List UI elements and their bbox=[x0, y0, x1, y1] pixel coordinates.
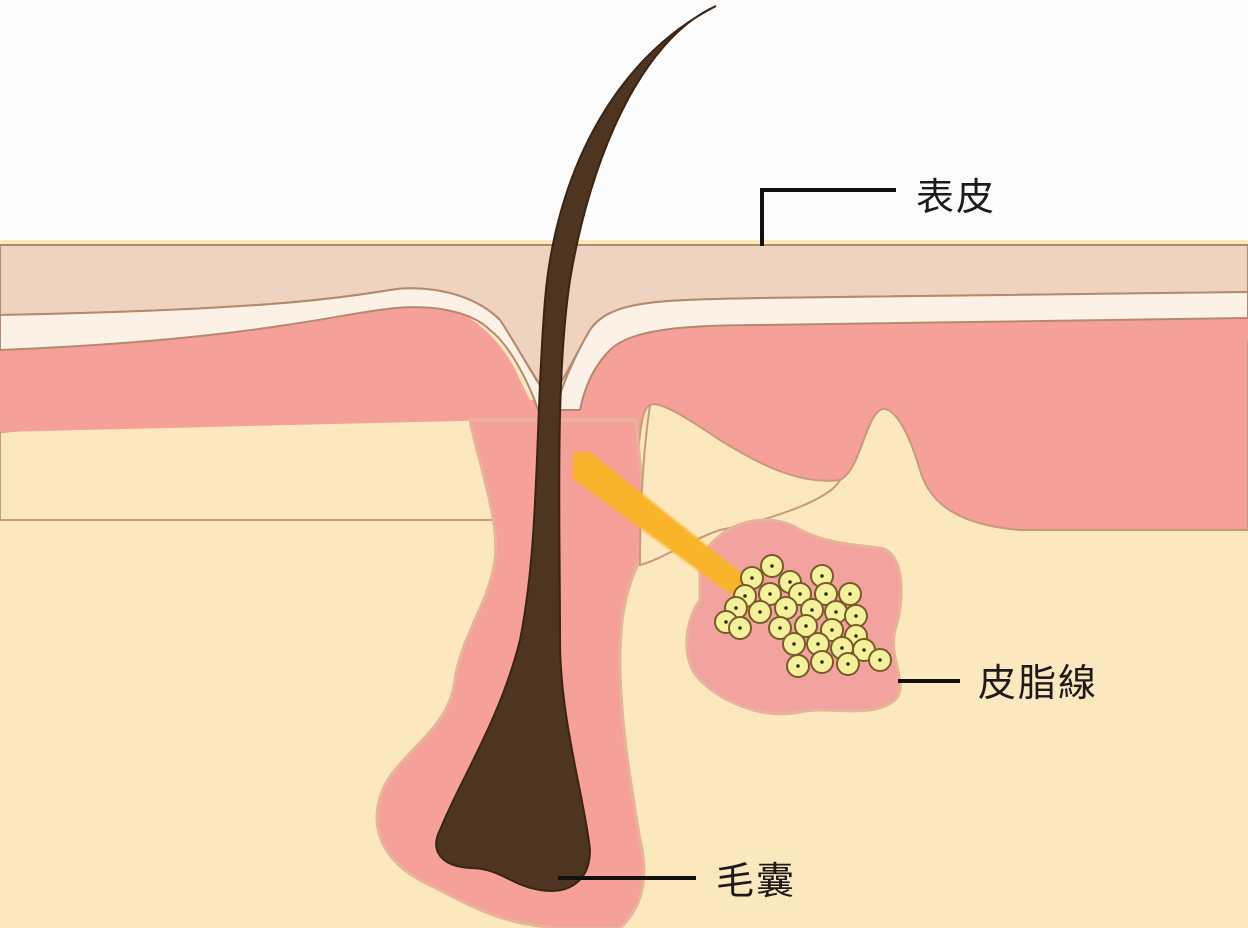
dermis-notch bbox=[638, 403, 842, 567]
epidermis-leader-line bbox=[760, 188, 896, 246]
epidermis-inner-band bbox=[0, 287, 1248, 411]
epidermis-label: 表皮 bbox=[916, 175, 997, 219]
hair-shaft bbox=[435, 5, 717, 892]
sebum-duct bbox=[572, 452, 750, 600]
dermis-upper-fill bbox=[0, 295, 1248, 432]
sebaceous-gland-label: 皮脂線 bbox=[978, 661, 1099, 705]
sebaceous-cell-nuclei bbox=[724, 564, 882, 668]
hair-follicle-label: 毛囊 bbox=[716, 859, 797, 903]
